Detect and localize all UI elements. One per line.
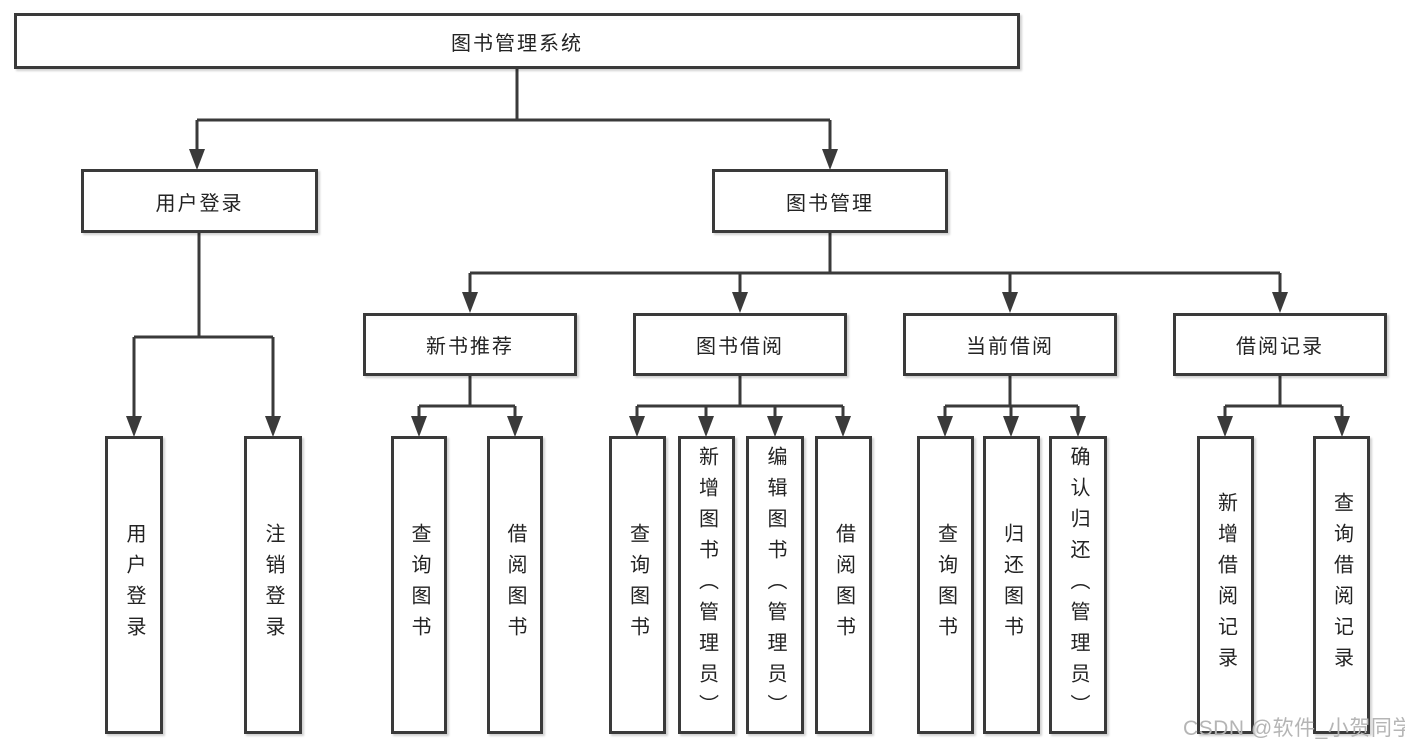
- node-book-borrow-label: 图书借阅: [696, 336, 784, 358]
- csdn-watermark: CSDN @软件_小贺同学: [1183, 717, 1405, 740]
- leaf-current-query: 查询图书: [917, 436, 974, 734]
- node-borrow-records: 借阅记录: [1173, 313, 1387, 376]
- leaf-current-query-label: 查询图书: [934, 523, 957, 647]
- leaf-borrow-borrow-label: 借阅图书: [832, 523, 855, 647]
- node-borrow-records-label: 借阅记录: [1236, 336, 1324, 358]
- leaf-newbooks-borrow-label: 借阅图书: [504, 523, 526, 647]
- leaf-records-add-label: 新增借阅记录: [1214, 492, 1237, 678]
- leaf-borrow-query: 查询图书: [609, 436, 666, 734]
- node-book-management: 图书管理: [712, 169, 948, 233]
- leaf-borrow-edit-admin: 编辑图书（管理员）: [746, 436, 804, 734]
- leaf-current-return-label: 归还图书: [1000, 523, 1023, 647]
- leaf-records-add: 新增借阅记录: [1197, 436, 1254, 734]
- node-new-book-recommend-label: 新书推荐: [426, 336, 514, 358]
- leaf-borrow-edit-admin-label: 编辑图书（管理员）: [764, 445, 786, 725]
- leaf-newbooks-query-label: 查询图书: [408, 523, 430, 647]
- leaf-borrow-borrow: 借阅图书: [815, 436, 872, 734]
- leaf-newbooks-borrow: 借阅图书: [487, 436, 543, 734]
- leaf-current-return: 归还图书: [983, 436, 1040, 734]
- node-new-book-recommend: 新书推荐: [363, 313, 577, 376]
- leaf-logout-label: 注销登录: [262, 523, 284, 647]
- node-book-borrow: 图书借阅: [633, 313, 847, 376]
- node-root-label: 图书管理系统: [451, 32, 583, 55]
- node-root-system: 图书管理系统: [14, 13, 1020, 69]
- node-current-borrow-label: 当前借阅: [966, 336, 1054, 358]
- leaf-newbooks-query: 查询图书: [391, 436, 447, 734]
- node-book-management-label: 图书管理: [786, 192, 874, 215]
- node-user-login: 用户登录: [81, 169, 318, 233]
- leaf-records-query-label: 查询借阅记录: [1330, 492, 1353, 678]
- leaf-current-confirm-admin-label: 确认归还（管理员）: [1067, 445, 1089, 725]
- leaf-user-login-label: 用户登录: [123, 523, 145, 647]
- leaf-user-login: 用户登录: [105, 436, 163, 734]
- node-current-borrow: 当前借阅: [903, 313, 1117, 376]
- leaf-records-query: 查询借阅记录: [1313, 436, 1370, 734]
- node-user-login-label: 用户登录: [155, 192, 244, 215]
- leaf-borrow-add-admin-label: 新增图书（管理员）: [695, 445, 718, 725]
- leaf-borrow-query-label: 查询图书: [626, 523, 649, 647]
- leaf-current-confirm-admin: 确认归还（管理员）: [1049, 436, 1107, 734]
- leaf-borrow-add-admin: 新增图书（管理员）: [678, 436, 735, 734]
- leaf-logout: 注销登录: [244, 436, 302, 734]
